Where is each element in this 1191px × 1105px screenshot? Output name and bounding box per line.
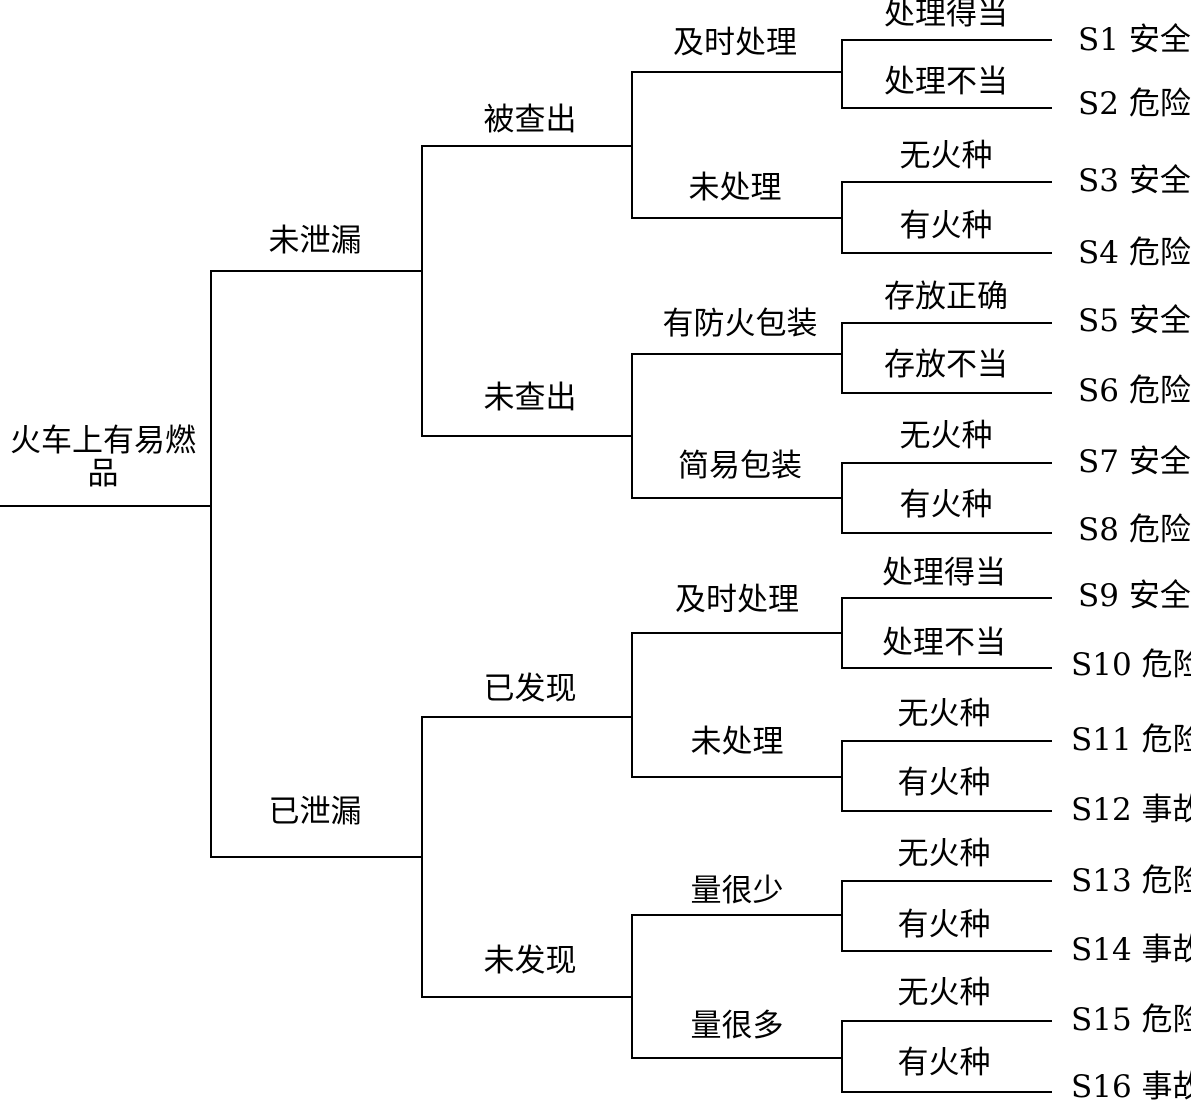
outcome-label: S5 安全	[1078, 303, 1191, 339]
level2-label: 被查出	[483, 102, 577, 138]
level4-label: 无火种	[897, 696, 991, 732]
outcome-label: S15 危险	[1071, 1002, 1191, 1038]
level4-label: 有火种	[899, 208, 993, 244]
level4-fork-line	[841, 740, 945, 812]
level1-label: 未泄漏	[268, 223, 362, 259]
outcome-label: S7 安全	[1078, 444, 1191, 480]
level3-label: 未处理	[690, 724, 784, 760]
outcome-label: S3 安全	[1078, 163, 1191, 199]
level3-fork-line	[631, 71, 736, 219]
level4-label: 处理不当	[884, 64, 1008, 100]
level2-fork-line	[421, 716, 530, 998]
level4-label: 无火种	[899, 418, 993, 454]
outcome-label: S4 危险	[1078, 235, 1191, 271]
level1-label: 已泄漏	[268, 794, 362, 830]
level4-label: 有火种	[897, 907, 991, 943]
level4-label: 无火种	[897, 836, 991, 872]
level3-label: 有防火包装	[662, 306, 818, 342]
outcome-label: S6 危险	[1078, 373, 1191, 409]
level2-label: 已发现	[483, 671, 577, 707]
level3-label: 简易包装	[678, 448, 802, 484]
level4-label: 存放正确	[884, 279, 1008, 315]
level3-fork-line	[631, 353, 736, 499]
level4-label: 处理不当	[882, 625, 1006, 661]
level4-fork-line	[841, 322, 945, 394]
level3-label: 量很多	[690, 1008, 784, 1044]
level2-fork-line	[421, 145, 530, 437]
level4-label: 存放不当	[884, 347, 1008, 383]
outcome-label: S9 安全	[1078, 578, 1191, 614]
outcome-label: S16 事故	[1071, 1069, 1191, 1105]
level4-fork-line	[841, 597, 945, 669]
level1-fork-line	[210, 270, 315, 858]
level2-label: 未发现	[483, 943, 577, 979]
level4-fork-line	[841, 880, 945, 952]
level4-label: 有火种	[897, 1045, 991, 1081]
level3-fork-line	[631, 914, 736, 1059]
outcome-label: S14 事故	[1071, 932, 1191, 968]
level3-label: 未处理	[688, 170, 782, 206]
level4-label: 处理得当	[882, 555, 1006, 591]
level4-label: 无火种	[899, 138, 993, 174]
root-label: 火车上有易燃品	[10, 423, 196, 492]
level4-fork-line	[841, 1020, 945, 1093]
level4-label: 无火种	[897, 975, 991, 1011]
outcome-label: S10 危险	[1071, 647, 1191, 683]
level3-label: 及时处理	[675, 582, 799, 618]
level3-fork-line	[631, 632, 736, 778]
level2-label: 未查出	[483, 380, 577, 416]
outcome-label: S8 危险	[1078, 512, 1191, 548]
level4-label: 有火种	[897, 765, 991, 801]
level3-label: 及时处理	[673, 25, 797, 61]
outcome-label: S2 危险	[1078, 86, 1191, 122]
outcome-label: S13 危险	[1071, 863, 1191, 899]
outcome-label: S12 事故	[1071, 792, 1191, 828]
level4-fork-line	[841, 181, 945, 254]
level4-fork-line	[841, 39, 945, 109]
outcome-label: S11 危险	[1071, 722, 1191, 758]
outcome-label: S1 安全	[1078, 22, 1191, 58]
level4-fork-line	[841, 462, 945, 534]
level4-label: 处理得当	[884, 0, 1008, 32]
level4-label: 有火种	[899, 487, 993, 523]
level3-label: 量很少	[690, 873, 784, 909]
